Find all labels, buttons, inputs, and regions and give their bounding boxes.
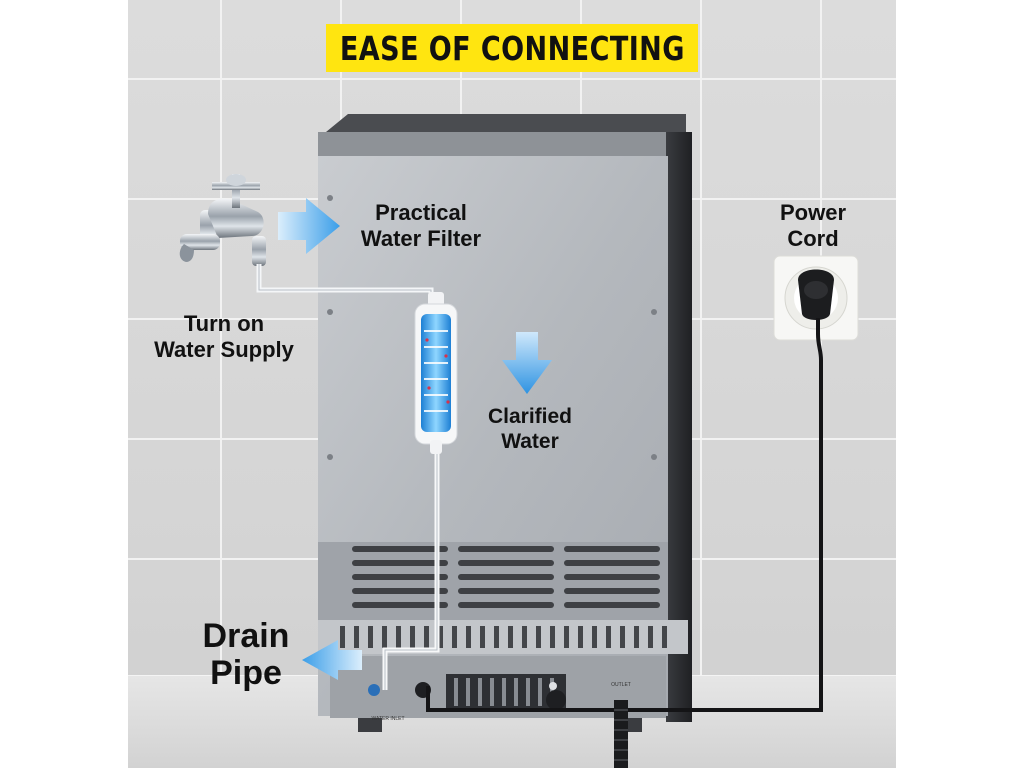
arrow-right-icon [278,198,340,254]
clarified-water-label: Clarified Water [487,405,573,454]
water-supply-label: Turn on Water Supply [154,311,294,363]
banner-title: EASE OF CONNECTING [339,28,685,68]
arrow-left-icon [302,640,362,680]
power-socket-icon [773,255,859,341]
faucet-icon [179,174,266,266]
outlet-port-label: OUTLET [611,682,631,688]
water-filter-label: Practical Water Filter [360,200,482,252]
ice-machine [318,114,692,732]
title-banner: EASE OF CONNECTING [326,24,698,72]
drain-pipe-label: Drain Pipe [202,617,290,692]
product-scene: WATER INLET OUTLET EASE OF CONNECTING Pr… [128,0,896,768]
arrow-down-icon [502,332,552,394]
water-filter-icon [414,292,458,454]
inlet-port-label: WATER INLET [371,716,404,722]
power-cord-label: Power Cord [779,200,847,252]
